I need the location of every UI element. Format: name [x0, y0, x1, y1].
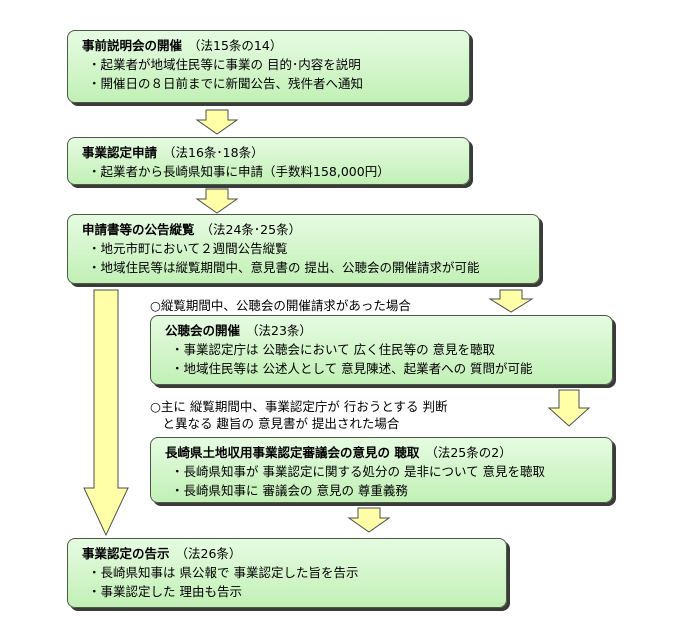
step-item: ・事業認定した 理由も告示 — [88, 584, 242, 599]
step-public-hearing: 公聴会の開催（法23条） ・事業認定庁は 公聴会において 広く住民等の 意見を聴… — [150, 315, 613, 385]
step-item: ・事業認定庁は 公聴会において 広く住民等の 意見を聴取 — [171, 342, 496, 357]
down-arrow-icon — [488, 289, 534, 313]
hearing-condition-note: ○縦覧期間中、公聴会の開催請求があった場合 — [150, 298, 411, 313]
down-arrow-icon — [547, 389, 591, 427]
step-title: 公聴会の開催（法23条） — [165, 323, 312, 338]
step-application: 事業認定申請（法16条･18条） ・起業者から長崎県知事に申請（手数料158,0… — [67, 137, 470, 185]
step-item: ・地域住民等は 公述人として 意見陳述、起業者への 質問が可能 — [171, 361, 533, 376]
step-council-opinion: 長崎県土地収用事業認定審議会の意見の 聴取（法25条の2） ・長崎県知事が 事業… — [150, 437, 613, 503]
step-title: 事業認定申請（法16条･18条） — [82, 145, 264, 160]
step-title: 事前説明会の開催（法15条の14） — [82, 38, 283, 53]
step-prior-briefing: 事前説明会の開催（法15条の14） ・起業者が地域住民等に事業の 目的･内容を説… — [67, 30, 470, 103]
step-public-inspection: 申請書等の公告縦覧（法24条･25条） ・地元市町において２週間公告縦覧 ・地域… — [67, 214, 540, 284]
step-item: ・長崎県知事が 事業認定に関する処分の 是非について 意見を聴取 — [171, 464, 546, 479]
council-condition-note: ○主に 縦覧期間中、事業認定庁が 行おうとする 判断 と異なる 趣旨の 意見書が… — [150, 399, 448, 431]
step-item: ・起業者が地域住民等に事業の 目的･内容を説明 — [88, 57, 361, 72]
step-title: 申請書等の公告縦覧（法24条･25条） — [82, 222, 302, 237]
down-arrow-icon — [347, 507, 391, 533]
step-item: ・地元市町において２週間公告縦覧 — [88, 241, 288, 256]
step-item: ・長崎県知事に 審議会の 意見の 尊重義務 — [171, 483, 408, 498]
step-item: ・長崎県知事は 県公報で 事業認定した旨を告示 — [88, 565, 359, 580]
step-item: ・地域住民等は縦覧期間中、意見書の 提出、公聴会の開催請求が可能 — [88, 260, 480, 275]
down-arrow-icon — [195, 188, 239, 214]
step-item: ・起業者から長崎県知事に申請（手数料158,000円） — [88, 164, 390, 179]
down-arrow-icon — [195, 109, 239, 135]
step-item: ・開催日の８日前までに新聞公告、残件者へ通知 — [88, 76, 364, 91]
step-announcement: 事業認定の告示（法26条） ・長崎県知事は 県公報で 事業認定した旨を告示 ・事… — [67, 538, 507, 608]
step-title: 事業認定の告示（法26条） — [82, 546, 242, 561]
down-arrow-icon — [83, 289, 129, 537]
step-title: 長崎県土地収用事業認定審議会の意見の 聴取（法25条の2） — [165, 445, 512, 460]
